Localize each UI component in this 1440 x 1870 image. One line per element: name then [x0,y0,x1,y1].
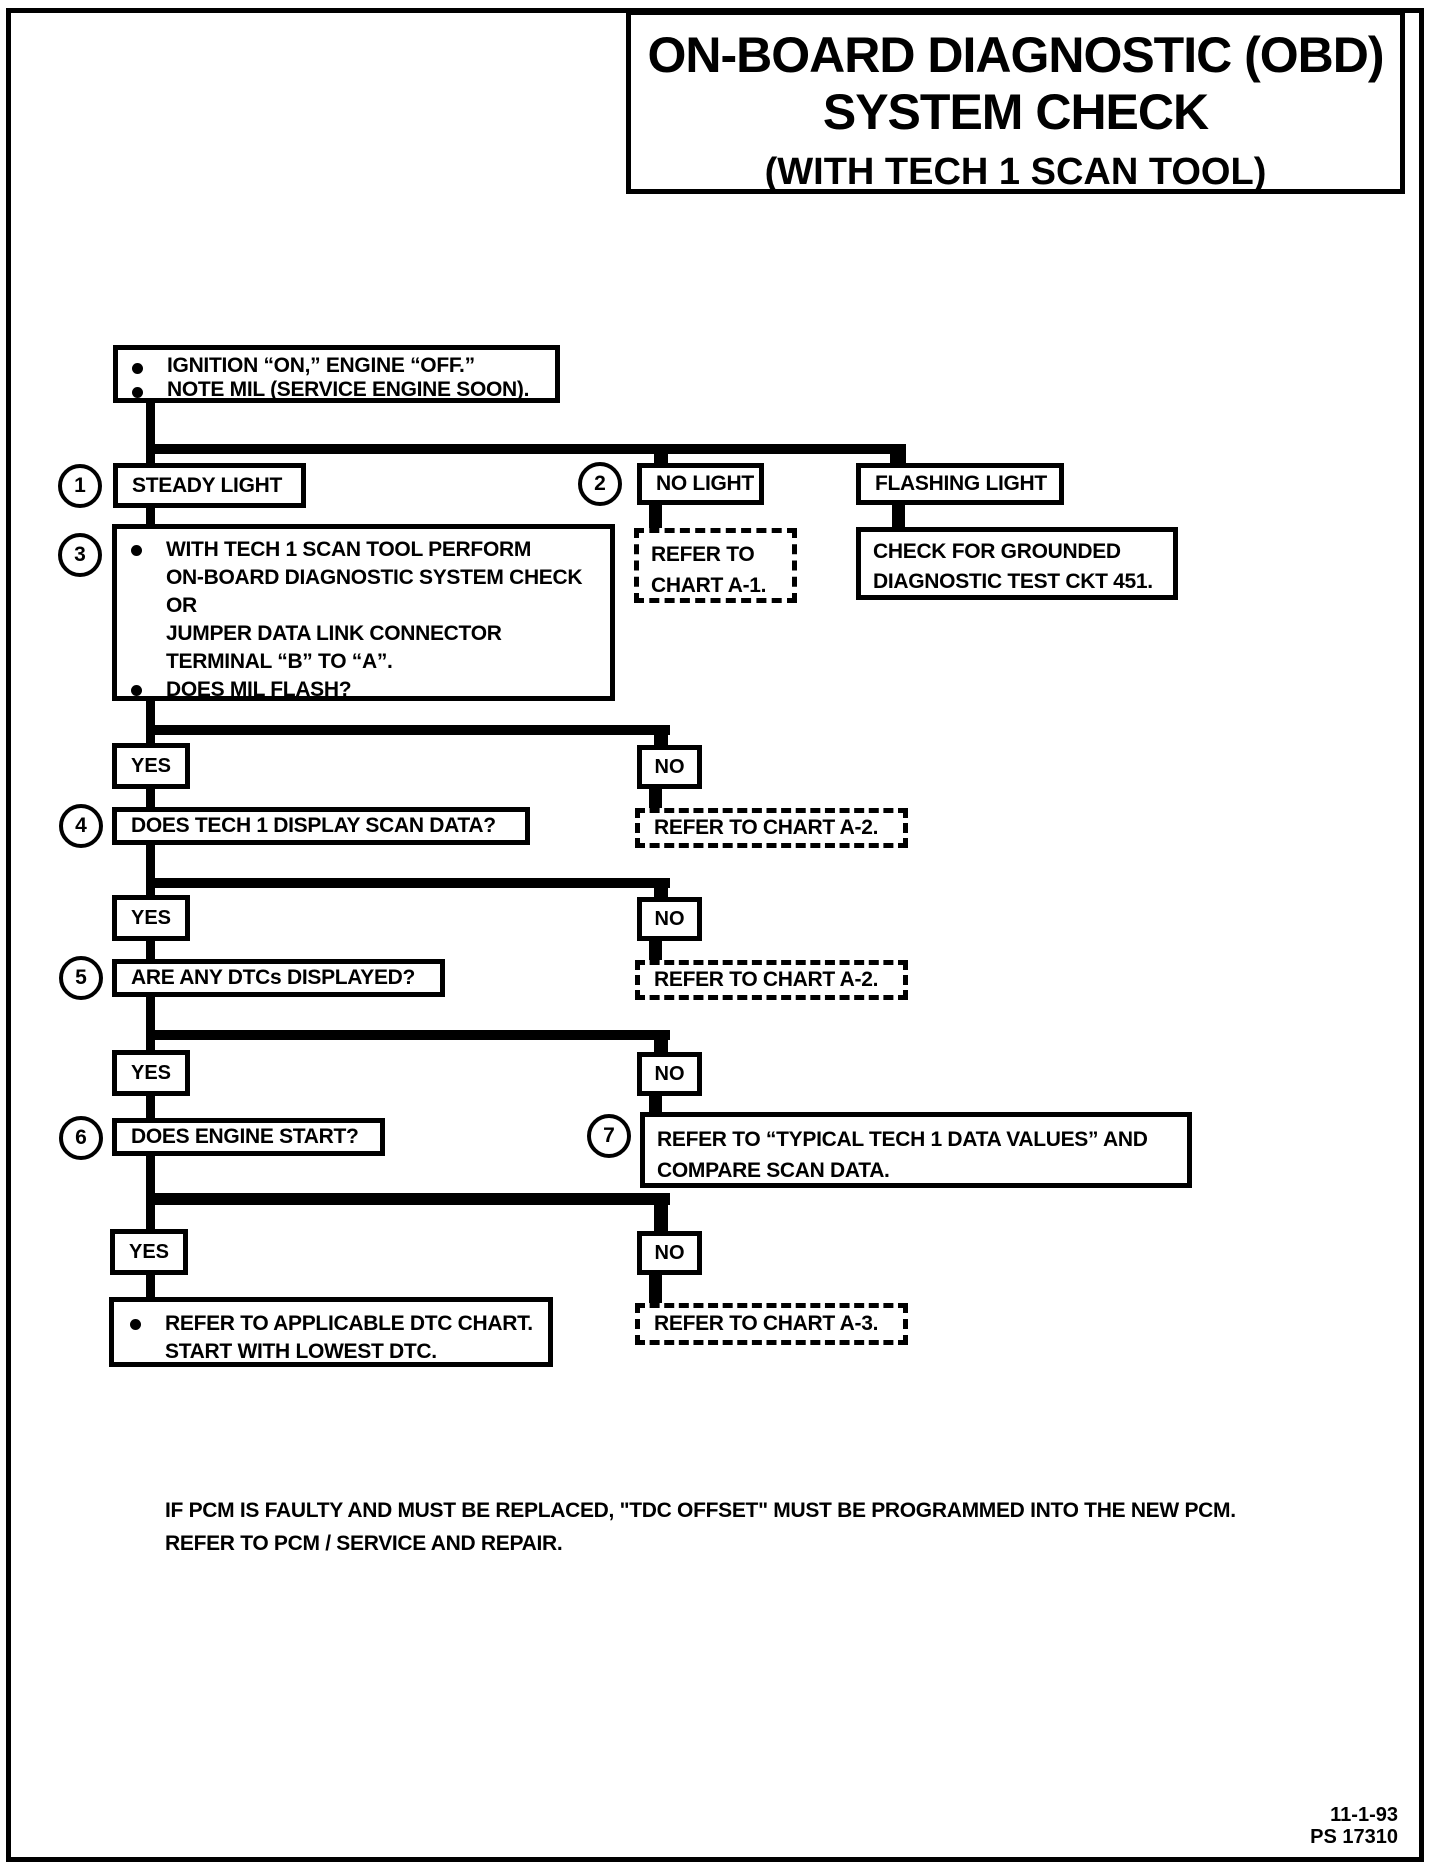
connector [146,845,155,882]
step3-node: WITH TECH 1 SCAN TOOL PERFORM ON-BOARD D… [112,524,615,701]
grounded-line-1: CHECK FOR GROUNDED [873,540,1121,563]
connector [146,997,155,1034]
step3-line-5: TERMINAL “B” TO “A”. [166,650,393,673]
no-light-node: NO LIGHT [637,463,764,505]
step7-line-1: REFER TO “TYPICAL TECH 1 DATA VALUES” AN… [657,1128,1148,1151]
connector [146,1275,155,1299]
yes-box-1: YES [112,743,190,789]
flashing-light-node: FLASHING LIGHT [856,463,1064,505]
connector [649,1275,662,1305]
step5-node: ARE ANY DTCs DISPLAYED? [112,959,445,997]
bullet-icon [130,1319,141,1330]
connector [146,1030,670,1040]
connector [146,888,155,897]
title-box: ON-BOARD DIAGNOSTIC (OBD) SYSTEM CHECK (… [626,10,1405,194]
connector [892,505,905,529]
bullet-icon [132,387,143,398]
pcm-note-line-1: IF PCM IS FAULTY AND MUST BE REPLACED, "… [165,1499,1236,1522]
connector [146,725,670,735]
connector [146,400,155,448]
connector [146,1096,155,1118]
step3-line-3: OR [166,594,197,617]
no-box-1: NO [637,745,702,789]
step-circle-6: 6 [59,1116,103,1160]
refer-chart-a2-node-1: REFER TO CHART A-2. [635,808,908,848]
chart-a1-line-2: CHART A-1. [651,574,767,597]
page-border [6,8,1424,1862]
step3-line-1: WITH TECH 1 SCAN TOOL PERFORM [166,538,532,561]
step3-line-4: JUMPER DATA LINK CONNECTOR [166,622,502,645]
refer-chart-a1-node: REFER TO CHART A-1. [634,528,797,603]
connector [654,450,668,465]
dtc-chart-line-1: REFER TO APPLICABLE DTC CHART. [165,1312,533,1335]
connector [146,941,155,961]
page-subtitle: (WITH TECH 1 SCAN TOOL) [764,151,1267,193]
connector [649,505,662,530]
step7-node: REFER TO “TYPICAL TECH 1 DATA VALUES” AN… [640,1112,1192,1188]
connector [654,1038,668,1054]
connector [654,1203,668,1233]
step3-question: DOES MIL FLASH? [166,678,352,701]
page-title: ON-BOARD DIAGNOSTIC (OBD) [647,27,1384,83]
connector [146,878,670,888]
doc-number: PS 17310 [1310,1826,1398,1848]
step-circle-4: 4 [59,804,103,848]
connector [146,735,155,745]
no-box-4: NO [637,1231,702,1275]
step-circle-5: 5 [59,956,103,1000]
refer-chart-a2-node-2: REFER TO CHART A-2. [635,960,908,1000]
no-box-2: NO [637,897,702,941]
dtc-chart-node: REFER TO APPLICABLE DTC CHART. START WIT… [109,1297,553,1367]
step-circle-2: 2 [578,462,622,506]
grounded-ckt-node: CHECK FOR GROUNDED DIAGNOSTIC TEST CKT 4… [856,527,1178,600]
dtc-chart-line-2: START WITH LOWEST DTC. [165,1340,437,1363]
connector [654,886,668,899]
bullet-icon [132,363,143,374]
connector [146,1040,155,1052]
step6-node: DOES ENGINE START? [112,1118,385,1156]
step4-node: DOES TECH 1 DISPLAY SCAN DATA? [112,807,530,845]
chart-a1-line-1: REFER TO [651,543,755,566]
connector [890,450,906,465]
connector [146,1193,670,1205]
bullet-icon [131,685,142,696]
connector [146,1205,155,1231]
connector [146,454,155,466]
start-line-2: NOTE MIL (SERVICE ENGINE SOON). [167,378,530,401]
bullet-icon [131,545,142,556]
grounded-line-2: DIAGNOSTIC TEST CKT 451. [873,570,1153,593]
step3-line-2: ON-BOARD DIAGNOSTIC SYSTEM CHECK [166,566,583,589]
connector [649,941,662,962]
step-circle-7: 7 [587,1114,631,1158]
connector [649,789,662,810]
connector [146,789,155,809]
start-line-1: IGNITION “ON,” ENGINE “OFF.” [167,354,475,377]
step7-line-2: COMPARE SCAN DATA. [657,1159,890,1182]
connector [649,1096,662,1114]
start-node: IGNITION “ON,” ENGINE “OFF.” NOTE MIL (S… [113,345,560,403]
yes-box-3: YES [112,1050,190,1096]
step-circle-3: 3 [58,533,102,577]
document-id: 11-1-93 PS 17310 [1180,1804,1398,1848]
revision-date: 11-1-93 [1330,1804,1398,1826]
pcm-note: IF PCM IS FAULTY AND MUST BE REPLACED, "… [165,1494,1355,1560]
connector [146,701,155,729]
connector [146,508,155,526]
connector [146,1154,155,1197]
page-title-line2: SYSTEM CHECK [822,84,1209,140]
connector [146,444,906,454]
pcm-note-line-2: REFER TO PCM / SERVICE AND REPAIR. [165,1532,563,1555]
connector [654,733,668,747]
no-box-3: NO [637,1052,702,1096]
yes-box-4: YES [110,1229,188,1275]
step-circle-1: 1 [58,464,102,508]
refer-chart-a3-node: REFER TO CHART A-3. [635,1303,908,1345]
steady-light-node: STEADY LIGHT [113,463,306,508]
yes-box-2: YES [112,895,190,941]
